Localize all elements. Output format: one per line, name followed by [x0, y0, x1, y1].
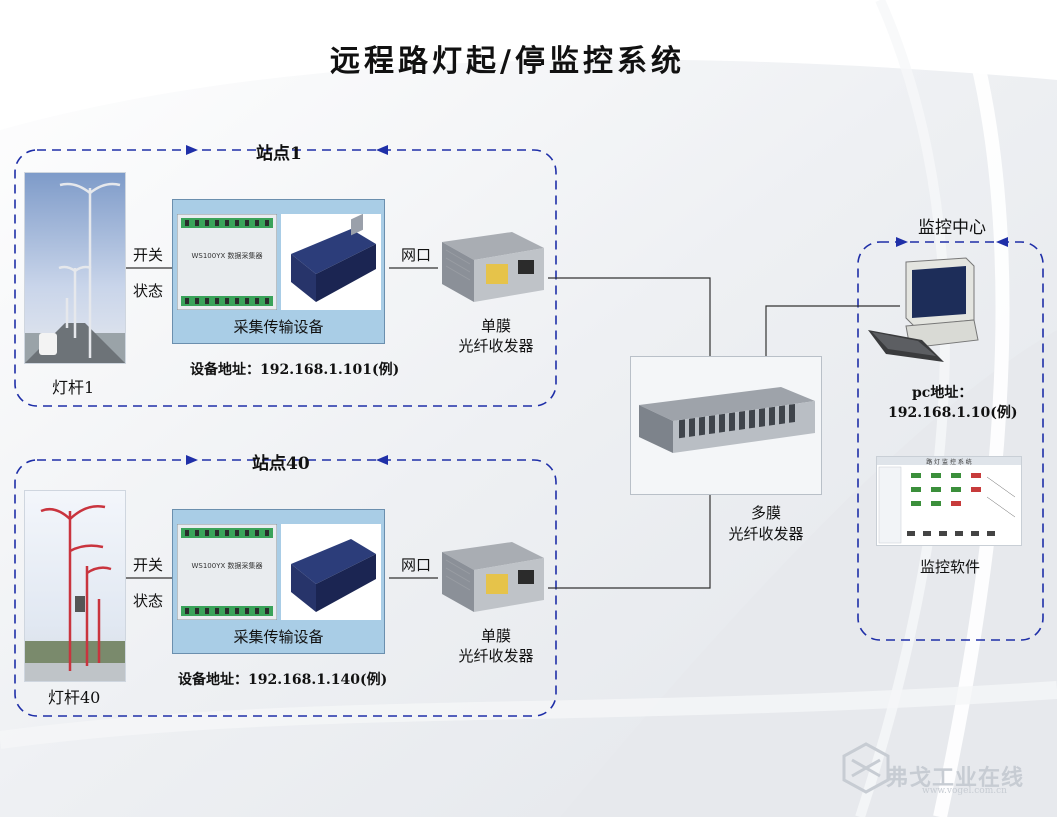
s40-fiber-line	[548, 493, 711, 589]
station40-transmitter-module	[281, 524, 381, 620]
station40-port-label: 网口	[401, 556, 432, 574]
station40-arrow-left	[376, 455, 388, 465]
software-screen-title: 路 灯 监 控 系 统	[926, 458, 972, 466]
station1-status-label: 状态	[133, 282, 164, 300]
monitor-center-label: 监控中心	[918, 218, 986, 238]
station1-transmitter-module	[281, 214, 381, 310]
station40-arrow-right	[186, 455, 198, 465]
station40-transceiver-label-2: 光纤收发器	[458, 647, 534, 665]
pc-computer-icon	[868, 257, 979, 362]
station40-label: 站点40	[252, 454, 310, 474]
s1-fiber-line	[548, 277, 711, 356]
monitor-arrow-left	[996, 237, 1008, 247]
station1-arrow-left	[376, 145, 388, 155]
multimode-transceiver-rack	[630, 356, 822, 495]
watermark-text: 弗戈工业在线	[886, 765, 1025, 791]
station1-pole-label: 灯杆1	[52, 378, 95, 397]
pc-address: 192.168.1.10(例)	[888, 405, 1018, 421]
station1-pole-photo	[24, 172, 126, 364]
station1-transceiver-label-2: 光纤收发器	[458, 337, 534, 355]
station40-pole-label: 灯杆40	[48, 688, 101, 707]
monitoring-software-label: 监控软件	[920, 558, 981, 576]
station1-transceiver-label-1: 单膜	[480, 317, 511, 335]
station40-collector-caption: 采集传输设备	[233, 628, 324, 646]
station1-collector-caption: 采集传输设备	[233, 318, 324, 336]
page-title: 远程路灯起/停监控系统	[330, 44, 685, 79]
station1-collector-module: WS100YX 数据采集器	[177, 214, 277, 310]
station1-arrow-right	[186, 145, 198, 155]
station40-collector-device: WS100YX 数据采集器 采集传输设备	[172, 509, 385, 654]
station1-port-label: 网口	[401, 246, 432, 264]
station40-collector-module: WS100YX 数据采集器	[177, 524, 277, 620]
pc-line	[765, 305, 900, 356]
station40-pole-photo	[24, 490, 126, 682]
watermark-url: www.vogel.com.cn	[922, 786, 1007, 796]
station1-label: 站点1	[256, 144, 302, 164]
station40-singlemode-transceiver	[442, 542, 544, 612]
station40-status-label: 状态	[133, 592, 164, 610]
monitor-center-border	[857, 241, 1044, 641]
monitoring-software-screenshot: 路 灯 监 控 系 统	[876, 456, 1022, 546]
station40-transceiver-label-1: 单膜	[480, 627, 511, 645]
station1-address: 设备地址：192.168.1.101(例)	[190, 362, 400, 378]
multimode-label-1: 多膜	[750, 504, 781, 522]
multimode-label-2: 光纤收发器	[728, 525, 804, 543]
monitor-arrow-right	[896, 237, 908, 247]
pc-address-label: pc地址：	[912, 385, 973, 401]
station1-collector-device: WS100YX 数据采集器 采集传输设备	[172, 199, 385, 344]
station40-address: 设备地址：192.168.1.140(例)	[178, 672, 388, 688]
station1-device-print: WS100YX 数据采集器	[191, 251, 262, 260]
station40-device-print: WS100YX 数据采集器	[191, 561, 262, 570]
vogel-logo-icon	[842, 742, 890, 794]
station1-singlemode-transceiver	[442, 232, 544, 302]
station40-switch-label: 开关	[133, 556, 164, 574]
station1-switch-label: 开关	[133, 246, 164, 264]
